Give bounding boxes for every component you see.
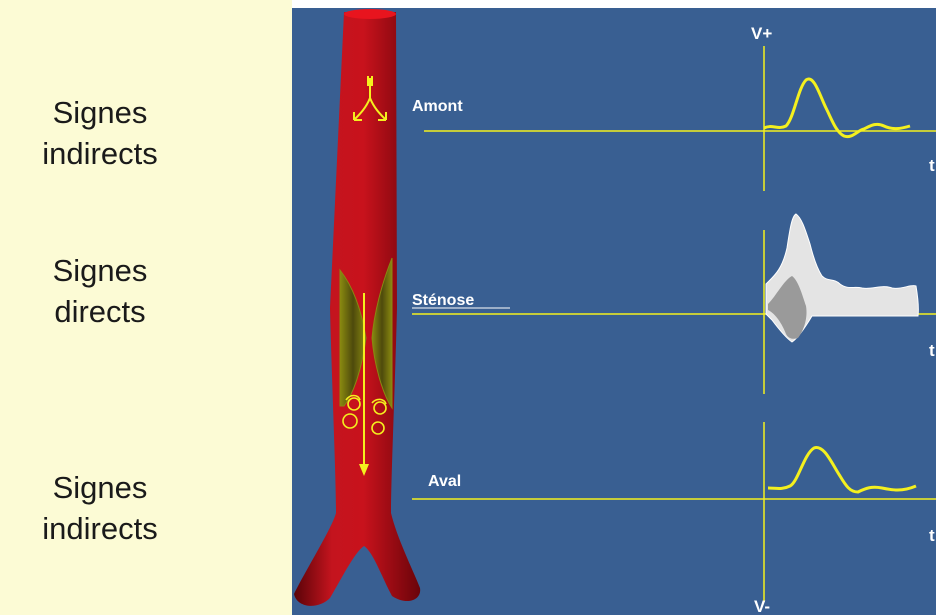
label-stenosis: Sténose [412,292,474,309]
artery-opening [344,9,396,19]
waveform-downstream [768,447,916,492]
waveform-upstream [764,79,910,137]
artery [294,9,420,606]
time-label-upstream: t [929,156,935,175]
downstream-signs-label: Signes indirects [0,467,200,549]
time-label-stenosis: t [929,341,935,360]
axis-label-bottom: V- [754,597,770,615]
axis-label-top: V+ [751,24,772,43]
label-upstream: Amont [412,98,463,115]
time-label-downstream: t [929,526,935,545]
left-legend-panel: Signes indirects Signes directs Signes i… [0,0,292,615]
doppler-diagram: V+ V- Amont t Sténose t Aval t [292,8,936,615]
stenosis-signs-label: Signes directs [0,250,200,332]
label-downstream: Aval [428,473,461,490]
upstream-signs-label: Signes indirects [0,92,200,174]
doppler-diagram-panel: V+ V- Amont t Sténose t Aval t [292,8,936,615]
